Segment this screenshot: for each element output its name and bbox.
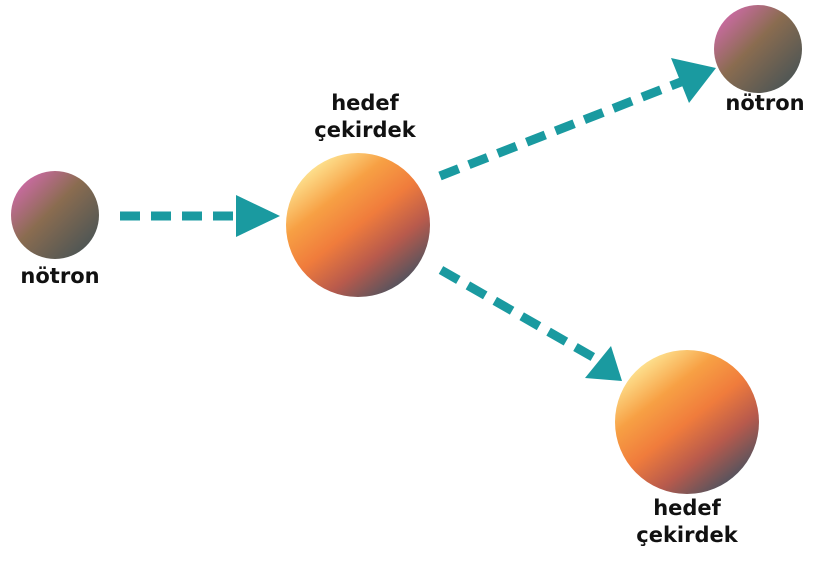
label-target-nucleus-line1: hedef: [331, 91, 399, 115]
neutron-scattered-icon: [714, 5, 802, 93]
label-target-nucleus: hedef çekirdek: [290, 90, 440, 144]
neutron-incoming-icon: [11, 171, 99, 259]
label-neutron-scattered: nötron: [715, 90, 815, 117]
label-neutron-incoming-text: nötron: [20, 264, 100, 288]
dashed-arrow-in: [120, 195, 280, 237]
dashed-arrow-out-nucleus: [438, 266, 622, 381]
label-recoil-nucleus-line1: hedef: [653, 496, 721, 520]
label-neutron-incoming: nötron: [10, 263, 110, 290]
label-target-nucleus-line2: çekirdek: [314, 118, 416, 142]
dashed-arrow-out-neutron: [438, 58, 716, 181]
recoil-nucleus-icon: [615, 350, 759, 494]
label-recoil-nucleus: hedef çekirdek: [612, 495, 762, 549]
label-neutron-scattered-text: nötron: [725, 91, 805, 115]
label-recoil-nucleus-line2: çekirdek: [636, 523, 738, 547]
target-nucleus-icon: [286, 153, 430, 297]
